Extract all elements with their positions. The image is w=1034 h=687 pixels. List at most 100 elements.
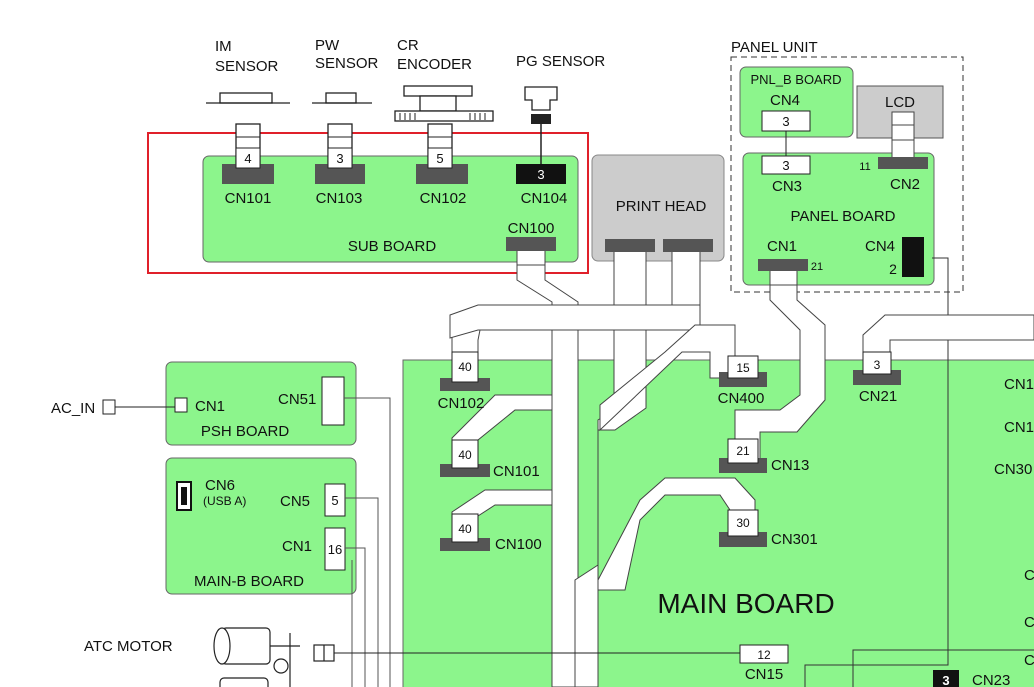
pg-sensor-label: PG SENSOR xyxy=(516,53,605,70)
main-b-cn1-pins: 16 xyxy=(328,542,342,557)
panel-cn1-label: CN1 xyxy=(767,238,797,255)
sub-cn102-pins: 5 xyxy=(436,151,443,166)
cn6-label: CN6 xyxy=(205,477,235,494)
main-cn102-label: CN102 xyxy=(438,395,485,412)
main-b-cn1-connector xyxy=(324,527,346,571)
inner-outline xyxy=(852,649,1034,687)
print-head xyxy=(591,154,725,262)
ac-in-label: AC_IN xyxy=(51,400,95,417)
panel-unit-label: PANEL UNIT xyxy=(731,39,818,56)
main-cn21-pins: 3 xyxy=(874,358,881,372)
cn3-label: CN3 xyxy=(772,178,802,195)
atc-motor-label: ATC MOTOR xyxy=(84,638,173,655)
usb-a-label: (USB A) xyxy=(203,494,246,508)
panel-cn4-pin: 2 xyxy=(889,261,897,277)
usb-icon-inner xyxy=(181,487,187,505)
main-cn100-pins: 40 xyxy=(458,522,472,536)
right-label-3: CN30 xyxy=(994,461,1032,478)
ac-in-plug xyxy=(102,399,116,415)
sub-board-highlight xyxy=(147,132,589,274)
sub-cn104-label: CN104 xyxy=(521,190,568,207)
cn51-connector xyxy=(321,376,345,426)
panel-board xyxy=(742,152,935,286)
psh-board-title: PSH BOARD xyxy=(201,423,290,440)
sub-cn101-pins: 4 xyxy=(244,151,251,166)
pg-sensor-plug xyxy=(531,114,551,124)
print-head-label: PRINT HEAD xyxy=(616,198,707,215)
main-cn15-pins: 12 xyxy=(757,648,771,662)
main-cn301-label: CN301 xyxy=(771,531,818,548)
main-board-title: MAIN BOARD xyxy=(657,588,834,619)
cable-cn400 xyxy=(599,324,736,432)
cn5-connector xyxy=(324,483,346,517)
cable-sub-cn100 xyxy=(516,249,579,687)
main-b-board-title: MAIN-B BOARD xyxy=(194,573,304,590)
psh-cn1-connector xyxy=(174,397,188,413)
right-label-6: C xyxy=(1024,652,1034,669)
pw-sensor-label-1: PW xyxy=(315,37,340,54)
psh-board xyxy=(165,361,357,446)
im-sensor-label-2: SENSOR xyxy=(215,58,279,75)
sub-cn104-pins: 3 xyxy=(537,167,544,182)
printhead-connector-2 xyxy=(663,239,713,252)
sub-cn103-label: CN103 xyxy=(316,190,363,207)
cr-encoder-label-1: CR xyxy=(397,37,419,54)
panel-board-title: PANEL BOARD xyxy=(790,208,895,225)
sub-board-title: SUB BOARD xyxy=(348,238,437,255)
left-wires xyxy=(344,397,391,687)
sub-cn101-label: CN101 xyxy=(225,190,272,207)
main-cn101-label: CN101 xyxy=(493,463,540,480)
cable-printhead-2 xyxy=(671,247,701,306)
main-cn400-label: CN400 xyxy=(718,390,765,407)
lcd-label: LCD xyxy=(885,94,915,111)
panel-cn1-connector xyxy=(758,259,808,271)
main-board-connectors xyxy=(440,351,959,687)
sub-cn103-pins: 3 xyxy=(336,151,343,166)
sub-cn100-label: CN100 xyxy=(508,220,555,237)
right-label-4: C xyxy=(1024,567,1034,584)
sub-board-connectors xyxy=(222,147,566,251)
main-cn23-pins: 3 xyxy=(942,673,949,687)
main-cn100-label: CN100 xyxy=(495,536,542,553)
printhead-connector-1 xyxy=(605,239,655,252)
panel-cn4-label: CN4 xyxy=(865,238,895,255)
main-b-cn1-label: CN1 xyxy=(282,538,312,555)
main-b-board xyxy=(165,457,357,595)
main-cn13-pins: 21 xyxy=(736,444,750,458)
panel-cn4-connector xyxy=(902,237,924,277)
main-cn102-pins: 40 xyxy=(458,360,472,374)
cable-fold-lines xyxy=(517,124,914,286)
atc-motor-icon xyxy=(213,627,335,687)
cn51-label: CN51 xyxy=(278,391,316,408)
psh-cn1-label: CN1 xyxy=(195,398,225,415)
cable-lcd xyxy=(891,111,915,165)
pnl-cn4-label: CN4 xyxy=(770,92,800,109)
main-cn21-label: CN21 xyxy=(859,388,897,405)
main-cn301-pins: 30 xyxy=(736,516,750,530)
main-cn400-pins: 15 xyxy=(736,361,750,375)
sensor-icons xyxy=(206,85,558,165)
main-cn15-label: CN15 xyxy=(745,666,783,683)
main-cn23-label: CN23 xyxy=(972,672,1010,687)
cr-encoder-label-2: ENCODER xyxy=(397,56,472,73)
sub-board xyxy=(202,155,579,263)
right-label-2: CN1 xyxy=(1004,419,1034,436)
right-label-1: CN1 xyxy=(1004,376,1034,393)
main-cn13-label: CN13 xyxy=(771,457,809,474)
cn2-connector xyxy=(878,157,928,169)
im-sensor-label-1: IM xyxy=(215,38,232,55)
cn4-wire xyxy=(804,257,949,687)
main-cn101-pins: 40 xyxy=(458,448,472,462)
cn3-pins: 3 xyxy=(782,158,789,173)
main-b-cn5-label: CN5 xyxy=(280,493,310,510)
encoder-ticks xyxy=(236,113,486,138)
pw-sensor-label-2: SENSOR xyxy=(315,55,379,72)
panel-unit-frame xyxy=(730,56,964,293)
panel-cn1-pin: 21 xyxy=(811,261,823,273)
cn2-pin: 11 xyxy=(859,161,870,173)
pnl-cn4-pins: 3 xyxy=(782,114,789,129)
cn2-label: CN2 xyxy=(890,176,920,193)
right-label-5: C xyxy=(1024,614,1034,631)
flat-cables xyxy=(449,111,1034,687)
